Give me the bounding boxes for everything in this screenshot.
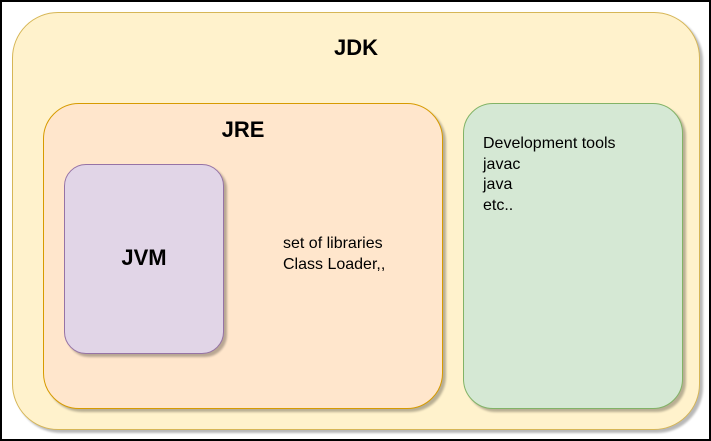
- development-tools-contents: Development tools javac java etc..: [483, 134, 616, 216]
- tools-content-line: javac: [483, 155, 521, 173]
- jvm-title: JVM: [121, 245, 167, 270]
- jre-contents: set of libraries Class Loader,,: [283, 234, 385, 275]
- jre-content-line: set of libraries: [283, 235, 383, 252]
- jvm-box: JVM: [64, 164, 224, 354]
- tools-content-line: java: [483, 176, 513, 193]
- jdk-title: JDK: [333, 35, 378, 60]
- jre-box: JRE JVM set of libraries Class Loader,,: [43, 103, 443, 409]
- development-tools-box: Development tools javac java etc..: [463, 103, 683, 409]
- jre-title: JRE: [221, 117, 265, 142]
- tools-content-line: etc..: [483, 196, 514, 214]
- tools-content-line: Development tools: [483, 135, 616, 152]
- jre-content-line: Class Loader,,: [283, 255, 386, 273]
- jdk-box: JDK JRE JVM set of libraries Class Loade…: [12, 12, 700, 430]
